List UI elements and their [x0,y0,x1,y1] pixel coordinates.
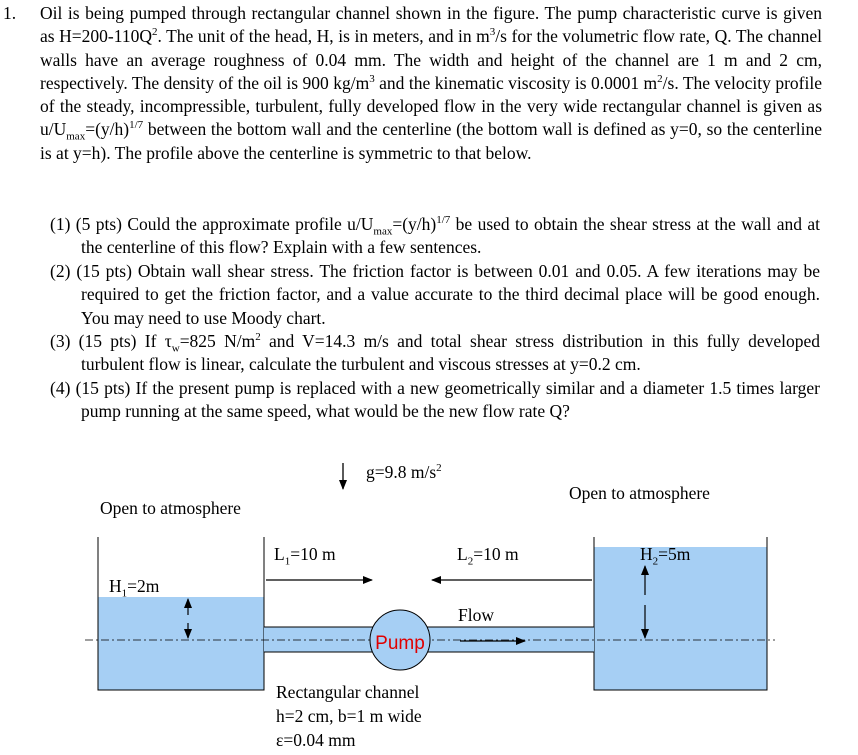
L1-label: L1=10 m [274,544,336,568]
open-atmosphere-left: Open to atmosphere [100,498,241,518]
subquestion-3: (3) (15 pts) If τw=825 N/m2 and V=14.3 m… [50,331,820,375]
problem-statement: Oil is being pumped through rectangular … [40,3,822,163]
channel-description-line3: ε=0.04 mm [276,730,356,750]
open-atmosphere-right: Open to atmosphere [569,483,710,503]
left-tank-wall [97,537,265,691]
H1-label: H1=2m [109,576,160,600]
flow-label: Flow [458,605,494,625]
problem-number: 1. [3,3,17,23]
subquestion-2: (2) (15 pts) Obtain wall shear stress. T… [50,261,820,328]
channel-description-line1: Rectangular channel [276,682,420,702]
left-tank-water [98,597,264,690]
subquestion-1: (1) (5 pts) Could the approximate profil… [50,214,820,258]
gravity-label: g=9.8 m/s2 [366,462,442,482]
pump-circle [369,609,431,671]
H2-label: H2=5m [640,544,691,568]
channel-diagram: Pump [85,463,775,691]
subquestion-4: (4) (15 pts) If the present pump is repl… [50,378,820,422]
right-tank-wall [593,537,768,691]
channel-description-line2: h=2 cm, b=1 m wide [276,706,422,726]
L2-label: L2=10 m [457,544,519,568]
pump-label: Pump [375,633,425,654]
right-tank-water [594,547,767,690]
